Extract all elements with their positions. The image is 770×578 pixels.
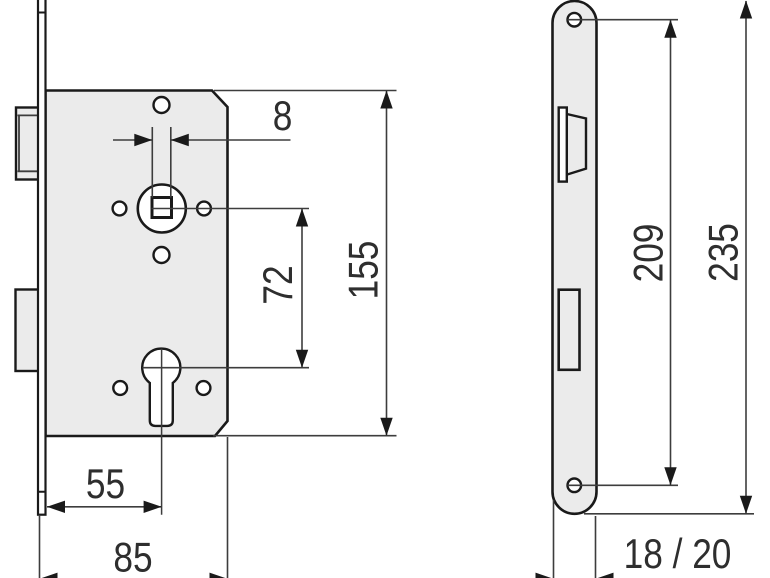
- dim-155-label: 155: [341, 241, 388, 300]
- latchbolt-bevel: [566, 112, 588, 176]
- dim-209-arrow-down-icon: [664, 467, 677, 486]
- dim-72-arrow-up-icon: [295, 208, 309, 227]
- faceplate-countersink-marks: [38, 11, 46, 493]
- dim-72-arrow-down-icon: [295, 349, 309, 368]
- dim-155-extension-lines: [213, 89, 397, 437]
- cylinder-side-hole-right: [195, 379, 212, 397]
- dim-8-arrow-left-icon: [170, 133, 189, 147]
- dimension-case-depth: 85: [38, 437, 229, 578]
- dim-55-label: 55: [86, 461, 125, 508]
- dim-85-label: 85: [113, 535, 152, 578]
- dimension-backset: 55: [47, 461, 162, 513]
- dim-1820-arrow-left-icon: [597, 572, 614, 578]
- dim-8-extension-lines: [151, 127, 172, 198]
- dim-85-extension-lines: [38, 437, 229, 578]
- top-fixing-hole: [152, 95, 171, 115]
- dim-85-arrow-right-icon: [209, 572, 226, 578]
- dim-1820-extension-lines: [552, 500, 597, 578]
- dimension-spindle-square: 8: [113, 93, 293, 198]
- dim-1820-arrow-right-icon: [535, 572, 552, 578]
- dim-8-arrow-right-icon: [134, 133, 153, 147]
- hub-lower-hole: [152, 245, 171, 265]
- dimension-faceplate-width: 18 / 20: [535, 500, 732, 578]
- dim-235-arrow-down-icon: [739, 495, 753, 514]
- dim-209-arrow-up-icon: [664, 19, 677, 38]
- dimension-faceplate-length: 235: [584, 0, 754, 515]
- latchbolt-head: [557, 106, 588, 183]
- dim-85-arrow-left-icon: [41, 572, 58, 578]
- latchbolt-front: [14, 106, 41, 181]
- latchbolt-face: [557, 106, 569, 183]
- dim-235-arrow-up-icon: [739, 0, 753, 19]
- dim-209-extension-lines: [567, 18, 678, 487]
- deadbolt-opening: [557, 288, 581, 372]
- dim-72-label: 72: [255, 265, 302, 304]
- dim-1820-label: 18 / 20: [624, 531, 732, 578]
- dimension-case-height: 155: [213, 89, 397, 437]
- deadbolt-front: [14, 288, 41, 373]
- dim-55-arrow-right-icon: [143, 500, 162, 513]
- faceplate-front-view: [551, 0, 598, 516]
- dim-155-arrow-down-icon: [380, 417, 393, 436]
- dim-155-arrow-up-icon: [380, 90, 393, 109]
- dim-8-label: 8: [273, 93, 293, 140]
- dim-55-arrow-left-icon: [47, 500, 65, 513]
- faceplate-edge-outline: [36, 0, 47, 516]
- faceplate-edge-strip: [36, 0, 47, 516]
- cylinder-side-hole-left: [112, 379, 129, 397]
- dimension-spindle-to-cylinder: 72: [142, 207, 309, 369]
- hub-side-hole-left: [111, 200, 128, 217]
- faceplate-body: [551, 0, 598, 516]
- dim-72-extension-lines: [142, 207, 309, 369]
- spindle-square-hole: [150, 196, 173, 219]
- lock-case-side-view: [14, 0, 229, 516]
- dim-209-label: 209: [626, 224, 673, 283]
- latchbolt-bevel-lines: [17, 114, 40, 173]
- dim-235-label: 235: [701, 223, 748, 282]
- dimension-screw-spacing: 209: [567, 18, 678, 487]
